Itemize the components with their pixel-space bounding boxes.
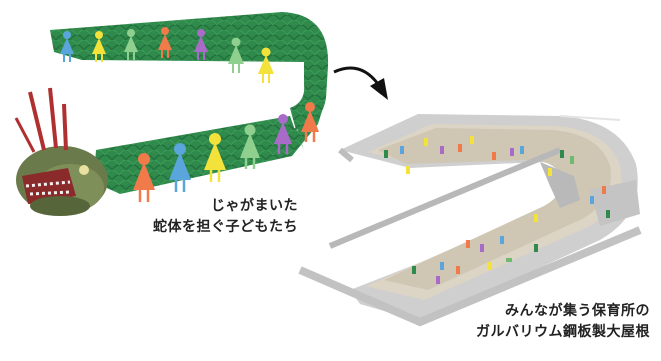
curved-arrow-icon [333, 66, 388, 100]
children-bottom-row [133, 102, 319, 202]
child-figure-icon [258, 47, 274, 83]
child-figure-icon [124, 29, 138, 60]
child-figure-icon [228, 37, 244, 73]
child-figure-icon [204, 133, 226, 182]
caption-children-line1: じゃがまいた [211, 198, 298, 214]
caption-roof: みんなが集う保育所の ガルバリウム鋼板製大屋根 [425, 301, 650, 343]
caption-children: じゃがまいた 蛇体を担ぐ子どもたち [148, 196, 298, 238]
roof-structure [298, 114, 642, 327]
children-top-row [60, 27, 274, 83]
caption-roof-line1: みんなが集う保育所の [505, 303, 650, 319]
child-figure-icon [240, 124, 260, 169]
child-figure-icon [92, 31, 106, 62]
child-figure-icon [274, 114, 292, 154]
child-figure-icon [133, 153, 155, 202]
child-figure-icon [301, 102, 319, 142]
caption-children-line2: 蛇体を担ぐ子どもたち [153, 219, 298, 235]
child-figure-icon [194, 29, 208, 60]
roof-children [384, 136, 610, 284]
dragon-head-icon [14, 87, 108, 216]
child-figure-icon [158, 27, 172, 58]
caption-roof-line2: ガルバリウム鋼板製大屋根 [476, 324, 650, 340]
child-figure-icon [60, 31, 74, 62]
child-figure-icon [169, 143, 191, 192]
